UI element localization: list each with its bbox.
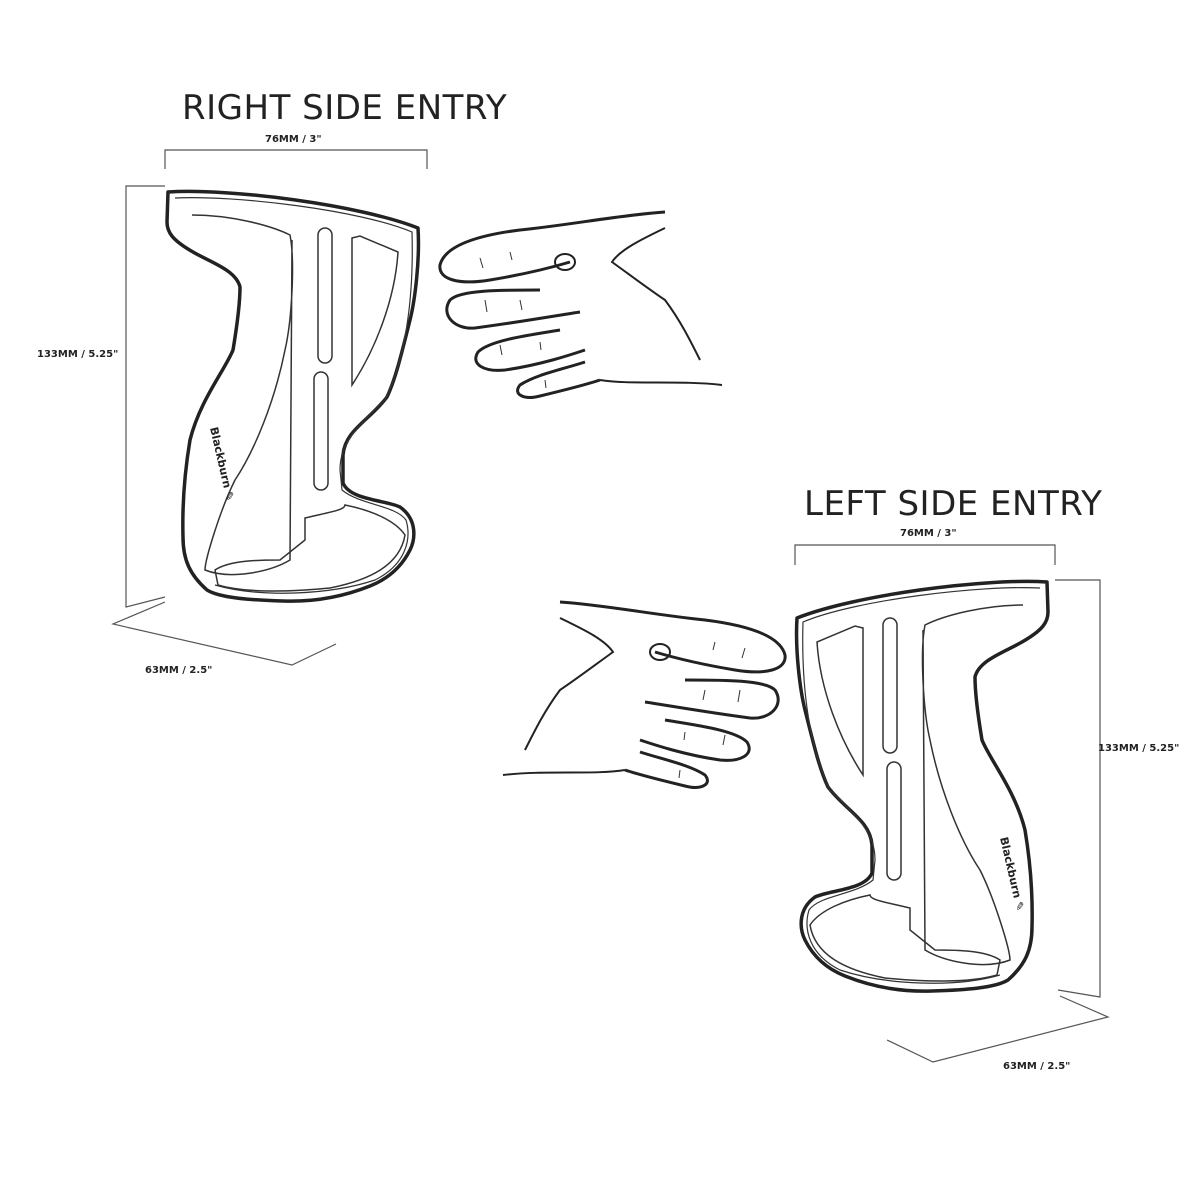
left-width-label: 76MM / 3" (900, 528, 957, 539)
right-entry-title: RIGHT SIDE ENTRY (182, 88, 508, 128)
left-entry-dimension-lines (794, 544, 1110, 1063)
right-height-label: 133MM / 5.25" (37, 349, 119, 360)
left-cage-logo: Blackburn ✎ (997, 836, 1027, 912)
left-entry-hand (501, 600, 787, 789)
left-entry-cage (794, 579, 1050, 993)
left-entry-title: LEFT SIDE ENTRY (804, 484, 1103, 524)
right-cage-logo: Blackburn ✎ (207, 426, 237, 502)
right-width-label: 76MM / 3" (265, 134, 322, 145)
right-entry-hand (438, 210, 724, 399)
left-height-label: 133MM / 5.25" (1098, 743, 1180, 754)
right-entry-dimension-lines (111, 149, 428, 666)
left-depth-label: 63MM / 2.5" (1003, 1061, 1071, 1072)
right-depth-label: 63MM / 2.5" (145, 665, 213, 676)
right-entry-cage (165, 189, 421, 603)
